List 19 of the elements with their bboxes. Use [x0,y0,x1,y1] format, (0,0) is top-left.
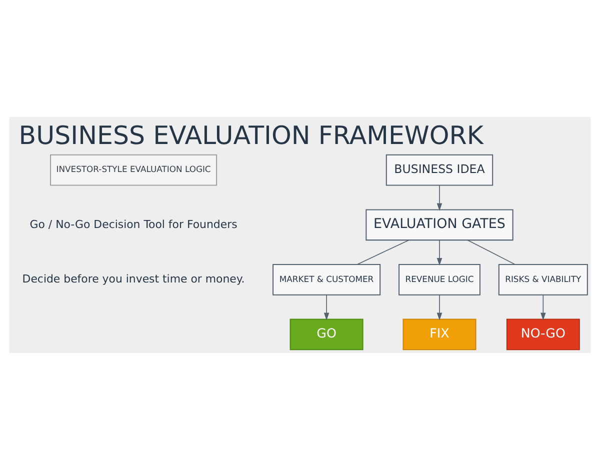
connector [356,239,410,264]
arrow [436,294,442,320]
connector [467,239,516,264]
arrow [540,294,546,320]
node-box: EVALUATION GATES [366,208,514,240]
node-box: INVESTOR-STYLE EVALUATION LOGIC [50,154,218,186]
label: Go / No-Go Decision Tool for Founders [30,217,238,230]
node-box: NO-GO [506,318,580,350]
node-box: FIX [402,318,476,350]
node-box: REVENUE LOGIC [398,264,480,295]
label: Decide before you invest time or money. [22,272,245,286]
node-box: GO [290,318,364,350]
node-box: BUSINESS IDEA [386,154,494,186]
diagram-title: BUSINESS EVALUATION FRAMEWORK [18,120,484,150]
node-box: MARKET & CUSTOMER [272,264,381,295]
node-box: RISKS & VIABILITY [498,264,588,295]
arrow [436,239,442,266]
arrow [324,294,330,320]
arrow [436,184,442,210]
